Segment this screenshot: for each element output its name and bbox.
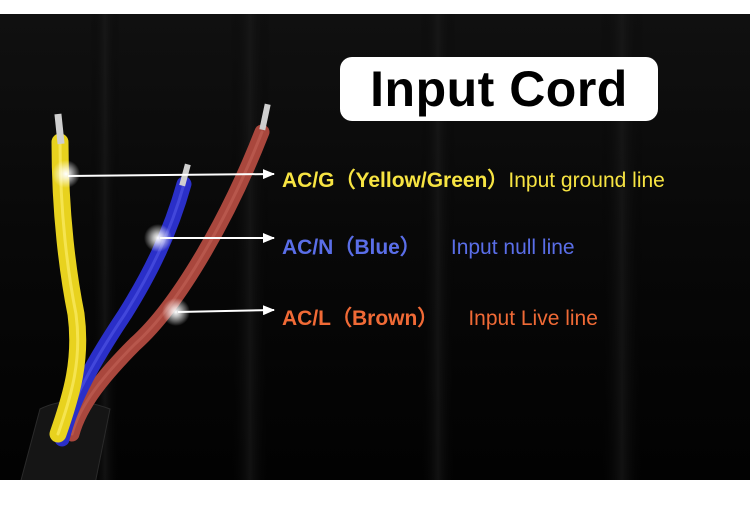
ground-description: Input ground line <box>508 169 665 192</box>
cable-diagram: Input Cord AC/G（Yellow/Green）Input groun… <box>0 14 750 480</box>
live-code: AC/L <box>282 307 331 330</box>
ground-arrow <box>67 169 275 180</box>
live-glow <box>162 298 190 326</box>
ground-code: AC/G <box>282 169 335 192</box>
null-color-name: （Blue） <box>333 236 421 259</box>
ground-glow <box>52 160 80 188</box>
brown-wire-highlight <box>70 130 264 436</box>
null-glow <box>144 224 172 252</box>
page-title: Input Cord <box>370 61 628 117</box>
live-description: Input Live line <box>468 307 598 330</box>
ground-color-name: （Yellow/Green） <box>334 169 509 192</box>
title-box: Input Cord <box>340 57 658 121</box>
yellow-wire-highlight <box>56 140 80 436</box>
bg-streak <box>230 14 270 480</box>
yellow-conductor <box>54 113 65 145</box>
null-description: Input null line <box>450 236 575 259</box>
live-color-name: （Brown） <box>331 307 439 330</box>
null-code: AC/N <box>282 236 334 259</box>
live-arrow <box>177 305 275 316</box>
label-null: AC/N（Blue） Input null line <box>282 231 575 261</box>
brown-conductor <box>259 103 271 131</box>
label-live: AC/L（Brown） Input Live line <box>282 302 598 332</box>
label-ground: AC/G（Yellow/Green）Input ground line <box>282 164 665 194</box>
